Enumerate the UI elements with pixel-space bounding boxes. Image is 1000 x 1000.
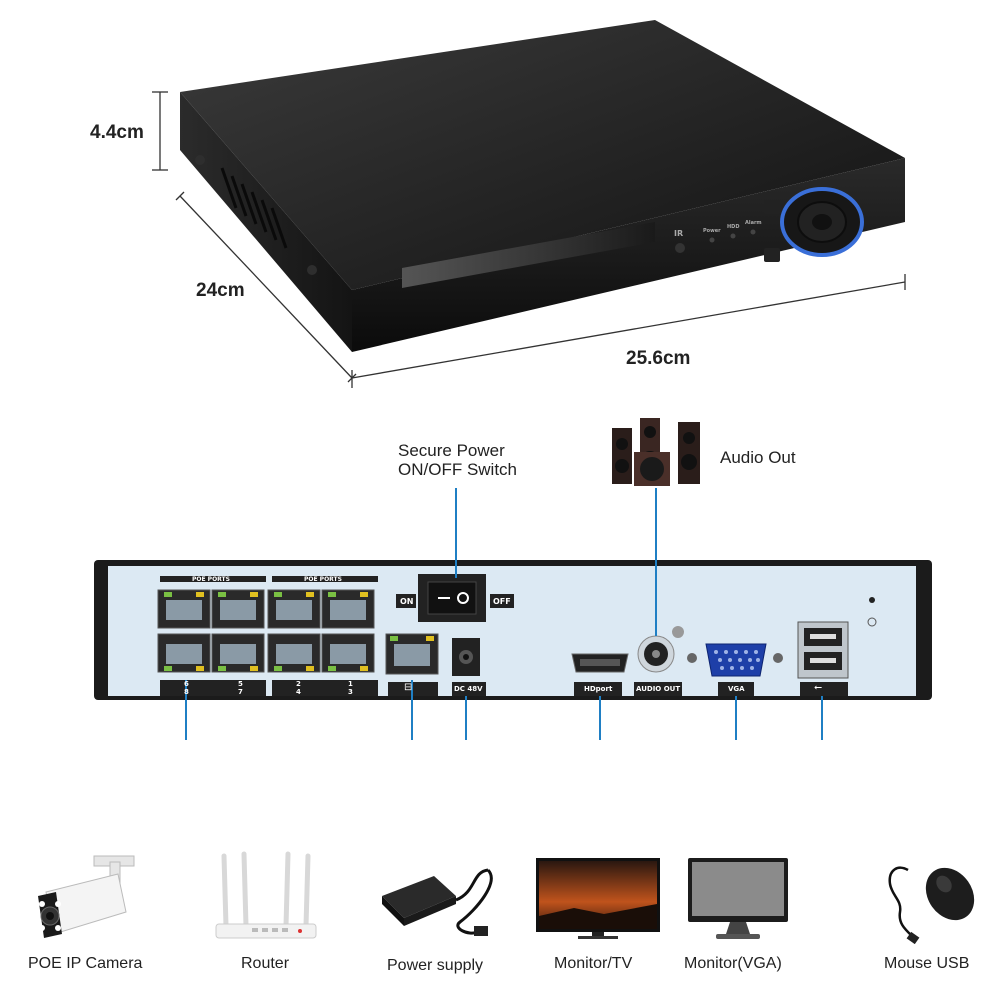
device-label-mouse-usb: Mouse USB	[884, 955, 970, 972]
device-label-monitor-vga: Monitor(VGA)	[684, 955, 782, 972]
port-number-3: 3	[348, 688, 353, 696]
alarm-led-label: Alarm	[745, 220, 762, 226]
height-dimension: 4.4cm	[90, 122, 144, 143]
poe-group-label-left: POE PORTS	[192, 576, 230, 583]
ip-camera-icon	[38, 855, 135, 938]
port-number-4: 4	[296, 688, 301, 696]
port-number-8: 8	[184, 688, 189, 696]
lan-symbol-icon: ⊟	[404, 682, 413, 693]
vga-label: VGA	[728, 685, 745, 693]
depth-dimension: 24cm	[196, 280, 245, 301]
audio-out-label: AUDIO OUT	[636, 685, 681, 693]
poe-group-label-right: POE PORTS	[304, 576, 342, 583]
speakers-icon	[612, 418, 700, 486]
port-number-2: 2	[296, 680, 301, 688]
hdmi-label: HDport	[584, 685, 613, 693]
device-label-router: Router	[241, 955, 290, 972]
power-adapter-icon	[382, 868, 493, 936]
usb-symbol-icon: ⭠	[814, 682, 822, 693]
device-label-ip-camera: POE IP Camera	[28, 955, 143, 972]
rear-panel	[93, 488, 932, 740]
audio-out-callout: Audio Out	[720, 448, 796, 467]
router-icon	[215, 851, 317, 939]
switch-on-label: ON	[400, 597, 414, 606]
dc-label: DC 48V	[454, 685, 483, 693]
power-switch-callout-line2: ON/OFF Switch	[398, 460, 518, 479]
port-number-5: 5	[238, 680, 243, 688]
device-label-power-supply: Power supply	[387, 957, 484, 974]
port-number-1: 1	[348, 680, 353, 688]
hdd-led-label: HDD	[727, 224, 740, 230]
tv-icon	[536, 858, 660, 939]
power-switch-callout-line1: Secure Power	[398, 441, 505, 460]
ir-label: IR	[674, 229, 684, 238]
power-led-label: Power	[703, 228, 721, 234]
switch-off-label: OFF	[493, 597, 511, 606]
monitor-icon	[688, 858, 788, 939]
device-label-monitor-tv: Monitor/TV	[554, 955, 633, 972]
port-number-7: 7	[238, 688, 243, 696]
port-number-6: 6	[184, 680, 189, 688]
width-dimension: 25.6cm	[626, 348, 691, 369]
mouse-icon	[888, 866, 975, 944]
nvr-3d-view	[152, 20, 906, 388]
